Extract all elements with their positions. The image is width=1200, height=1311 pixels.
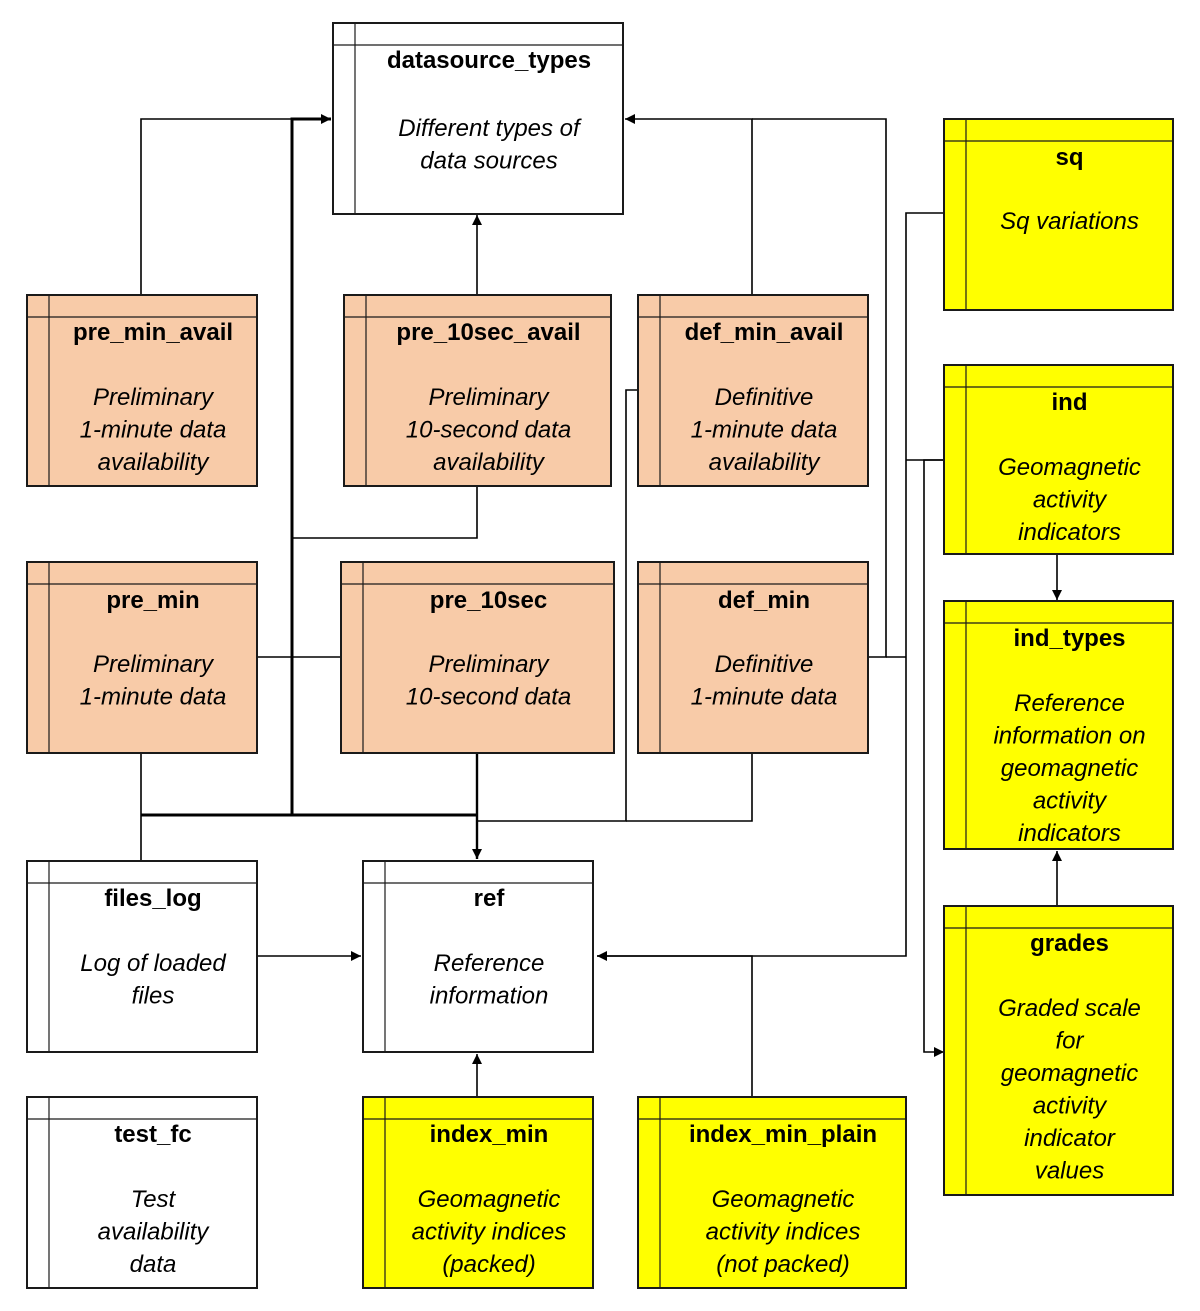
table-name: sq	[1055, 144, 1083, 171]
table-description-line: data	[130, 1251, 177, 1278]
table-description-line: activity	[1033, 487, 1108, 514]
table-description-line: Geomagnetic	[712, 1186, 855, 1213]
table-description-line: Reference	[1014, 690, 1125, 717]
table-description-line: information on	[993, 723, 1145, 750]
table-name: datasource_types	[387, 47, 591, 74]
table-box	[332, 22, 624, 215]
table-box	[943, 600, 1174, 850]
table-box	[26, 294, 258, 487]
table-box	[943, 905, 1174, 1196]
table-box	[637, 294, 869, 487]
table-name: pre_10sec_avail	[396, 319, 580, 346]
table-description-line: activity	[1033, 788, 1108, 815]
table-box	[340, 561, 615, 754]
table-description-line: for	[1055, 1028, 1084, 1055]
table-description-line: 10-second data	[406, 417, 571, 444]
table-name: def_min	[718, 587, 810, 614]
table-description-line: Definitive	[715, 384, 814, 411]
table-description-line: Different types of	[398, 115, 582, 142]
table-description-line: indicators	[1018, 519, 1121, 546]
table-name: files_log	[104, 885, 201, 912]
table-name: pre_10sec	[430, 587, 547, 614]
table-box	[362, 1096, 594, 1289]
table-description-line: Graded scale	[998, 995, 1141, 1022]
table-description-line: data sources	[420, 148, 557, 175]
table-description-line: activity	[1033, 1093, 1108, 1120]
table-description-line: availability	[709, 449, 822, 476]
table-name: ind	[1052, 389, 1088, 416]
table-description-line: Test	[131, 1186, 177, 1213]
table-description-line: 1-minute data	[691, 417, 838, 444]
table-description-line: Log of loaded	[80, 950, 226, 977]
table-box	[26, 1096, 258, 1289]
table-description-line: activity indices	[706, 1219, 861, 1246]
table-name: grades	[1030, 930, 1109, 957]
table-name: pre_min	[106, 587, 199, 614]
table-box	[637, 561, 869, 754]
table-description-line: availability	[98, 1219, 211, 1246]
table-description-line: Sq variations	[1000, 208, 1139, 235]
table-description-line: Preliminary	[93, 651, 215, 678]
table-description-line: (packed)	[442, 1251, 535, 1278]
table-description-line: Preliminary	[93, 384, 215, 411]
table-description-line: Reference	[434, 950, 545, 977]
table-description-line: availability	[98, 449, 211, 476]
table-description-line: Geomagnetic	[418, 1186, 561, 1213]
table-description-line: Preliminary	[428, 384, 550, 411]
table-description-line: activity indices	[412, 1219, 567, 1246]
table-description-line: (not packed)	[716, 1251, 849, 1278]
table-name: index_min_plain	[689, 1121, 877, 1148]
relationship-connectors	[140, 114, 1062, 1097]
table-description-line: information	[430, 983, 549, 1010]
table-description-line: geomagnetic	[1001, 1060, 1138, 1087]
table-name: pre_min_avail	[73, 319, 233, 346]
table-box	[26, 860, 258, 1053]
table-name: test_fc	[114, 1121, 191, 1148]
table-box	[943, 118, 1174, 311]
table-description-line: files	[132, 983, 175, 1010]
table-name: ind_types	[1013, 625, 1125, 652]
table-description-line: Definitive	[715, 651, 814, 678]
table-description-line: 1-minute data	[80, 684, 227, 711]
table-description-line: 1-minute data	[691, 684, 838, 711]
table-description-line: Geomagnetic	[998, 454, 1141, 481]
table-name: ref	[474, 885, 506, 912]
table-description-line: indicator	[1024, 1125, 1116, 1152]
table-box	[26, 561, 258, 754]
table-sq: sq Sq variations	[943, 118, 1174, 311]
table-description-line: values	[1035, 1158, 1104, 1185]
table-box	[343, 294, 612, 487]
table-name: index_min	[430, 1121, 549, 1148]
table-description-line: Preliminary	[428, 651, 550, 678]
table-description-line: indicators	[1018, 820, 1121, 847]
table-name: def_min_avail	[685, 319, 844, 346]
table-description-line: geomagnetic	[1001, 755, 1138, 782]
table-box	[943, 364, 1174, 555]
table-description-line: availability	[433, 449, 546, 476]
table-description-line: 10-second data	[406, 684, 571, 711]
table-description-line: 1-minute data	[80, 417, 227, 444]
table-box	[362, 860, 594, 1053]
table-box	[637, 1096, 907, 1289]
